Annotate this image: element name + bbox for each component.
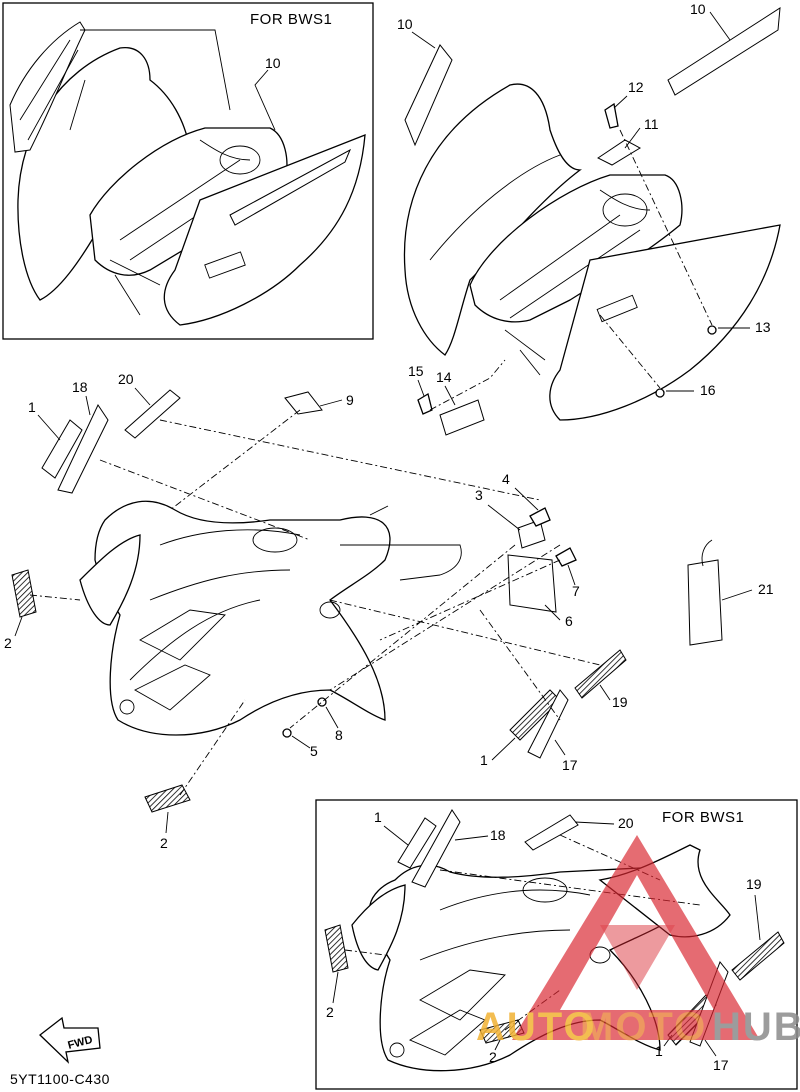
watermark: AUTO MOTO HUB (476, 835, 800, 1049)
tag-21 (687, 559, 723, 646)
callout-1-top: 1 (28, 399, 36, 415)
reflector-2-lower (144, 784, 191, 813)
decal-18-top (57, 403, 109, 494)
inset-bottom-title: FOR BWS1 (662, 809, 744, 826)
inset-bottom-side-wing (351, 884, 406, 971)
callout-16: 16 (700, 382, 716, 398)
front-cowl (94, 500, 391, 736)
decal-10-left (404, 44, 453, 147)
callout-2-inset-left: 2 (326, 1004, 334, 1020)
callout-20-top: 20 (118, 371, 134, 387)
decal-17-main (527, 689, 569, 759)
decal-20-inset (524, 814, 579, 851)
callout-3: 3 (475, 487, 483, 503)
reflector-2-left (11, 569, 37, 618)
callout-10-right: 10 (690, 1, 706, 17)
rivet-12 (604, 102, 619, 129)
callout-17-main: 17 (562, 757, 578, 773)
callout-14: 14 (436, 369, 452, 385)
front-assembly: 1 18 20 9 2 2 3 4 6 7 (4, 371, 774, 851)
callout-19-main: 19 (612, 694, 628, 710)
seat-body-main (469, 174, 683, 323)
callout-15: 15 (408, 363, 424, 379)
nut-16 (655, 388, 665, 398)
callout-2-lower: 2 (160, 835, 168, 851)
inset-top-rear-decal-10 (229, 148, 352, 226)
rear-assembly: 10 10 11 12 13 16 14 (397, 1, 781, 436)
watermark-text-right: HUB (712, 1005, 800, 1049)
callout-6: 6 (565, 613, 573, 629)
callout-21: 21 (758, 581, 774, 597)
decal-18-inset (411, 809, 461, 888)
callout-1-inset-lower: 1 (655, 1043, 663, 1059)
reflector-2-inset-left (324, 924, 349, 973)
callout-20-inset: 20 (618, 815, 634, 831)
callout-8: 8 (335, 727, 343, 743)
inset-top-rear-fender (163, 134, 366, 326)
nut-13 (707, 325, 717, 335)
callout-18-top: 18 (72, 379, 88, 395)
decal-9 (284, 391, 323, 415)
callout-2-inset-lower: 2 (489, 1049, 497, 1065)
front-side-wing (79, 534, 141, 626)
reflector-19-inset (731, 931, 785, 981)
callout-10-left: 10 (397, 16, 413, 32)
decal-1-inset (397, 817, 437, 869)
callout-7: 7 (572, 583, 580, 599)
callout-5: 5 (310, 743, 318, 759)
decal-20-top (124, 389, 181, 439)
screw-4 (529, 507, 551, 527)
decal-10-right (667, 7, 781, 96)
plate-3 (517, 519, 546, 549)
inset-top-frame (2, 2, 374, 340)
inset-top-title: FOR BWS1 (250, 11, 332, 28)
diagram-code: 5YT1100-C430 (10, 1071, 110, 1087)
decal-1-top (41, 419, 83, 479)
callout-10-inset-top: 10 (265, 55, 281, 71)
watermark-text-middle: MOTO (580, 1005, 707, 1049)
callout-12: 12 (628, 79, 644, 95)
callout-19-inset: 19 (746, 876, 762, 892)
callout-1-inset: 1 (374, 809, 382, 825)
callout-13: 13 (755, 319, 771, 335)
watermark-text-left: AUTO (476, 1005, 597, 1049)
callout-11: 11 (644, 116, 659, 132)
callout-9: 9 (346, 392, 354, 408)
inset-bottom-frame (315, 799, 798, 1090)
callout-1-main: 1 (480, 752, 488, 768)
plate-14 (439, 399, 485, 436)
watermark-logo (512, 835, 760, 1040)
callout-4: 4 (502, 471, 510, 487)
callout-2-left: 2 (4, 635, 12, 651)
decal-11 (597, 139, 642, 166)
inset-top-left: FOR BWS1 10 (2, 2, 374, 340)
front-fender-main (403, 83, 582, 356)
rivet-15 (417, 392, 433, 415)
nut-5 (282, 728, 292, 738)
screw-7 (555, 547, 577, 567)
callout-17-inset: 17 (713, 1057, 729, 1073)
callout-18-inset: 18 (490, 827, 506, 843)
reflector-19 (574, 649, 627, 699)
fwd-arrow-icon: FWD (39, 1016, 101, 1064)
plate-6 (507, 554, 557, 613)
